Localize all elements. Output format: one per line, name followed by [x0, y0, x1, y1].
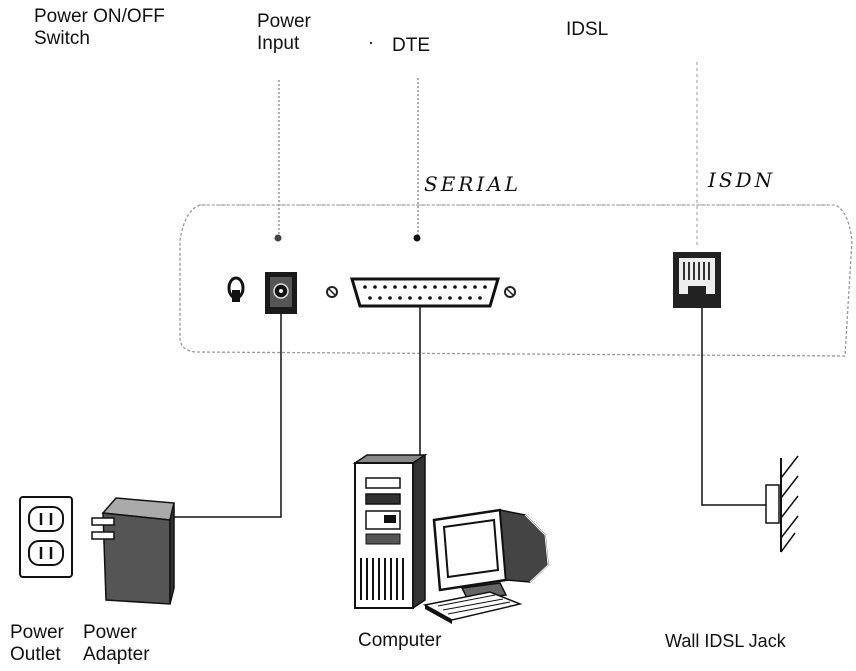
power-adapter-icon [91, 497, 175, 605]
power-outlet-label: Power Outlet [10, 622, 64, 665]
device-back-panel [179, 204, 853, 357]
keyboard-icon [422, 591, 523, 624]
computer-label: Computer [358, 630, 442, 651]
power-switch-label: Power ON/OFF Switch [34, 6, 165, 49]
isdn-handwritten-label: ISDN [708, 168, 776, 192]
dte-dot [413, 234, 421, 242]
power-outlet-icon [19, 496, 73, 578]
power-adapter-label: Power Adapter [83, 622, 150, 665]
wall-jack-label: Wall IDSL Jack [665, 631, 786, 651]
monitor-icon [432, 508, 549, 601]
power-jack-icon [265, 272, 297, 314]
power-input-dot [274, 234, 282, 242]
screw-left-icon [326, 286, 338, 298]
idsl-label: IDSL [566, 19, 609, 40]
wall-jack-icon [765, 455, 799, 553]
power-input-label: Power Input [257, 11, 311, 54]
serial-handwritten-label: SERIAL [424, 172, 521, 196]
idsl-cable [701, 308, 766, 506]
serial-db25-port-icon [349, 277, 501, 308]
power-switch-icon [227, 276, 245, 302]
dte-label: DTE [392, 35, 430, 56]
power-cable [168, 314, 282, 518]
computer-tower-icon [352, 453, 428, 610]
isdn-rj-port-icon [673, 252, 721, 308]
scan-speck [369, 41, 373, 45]
screw-right-icon [504, 286, 516, 298]
